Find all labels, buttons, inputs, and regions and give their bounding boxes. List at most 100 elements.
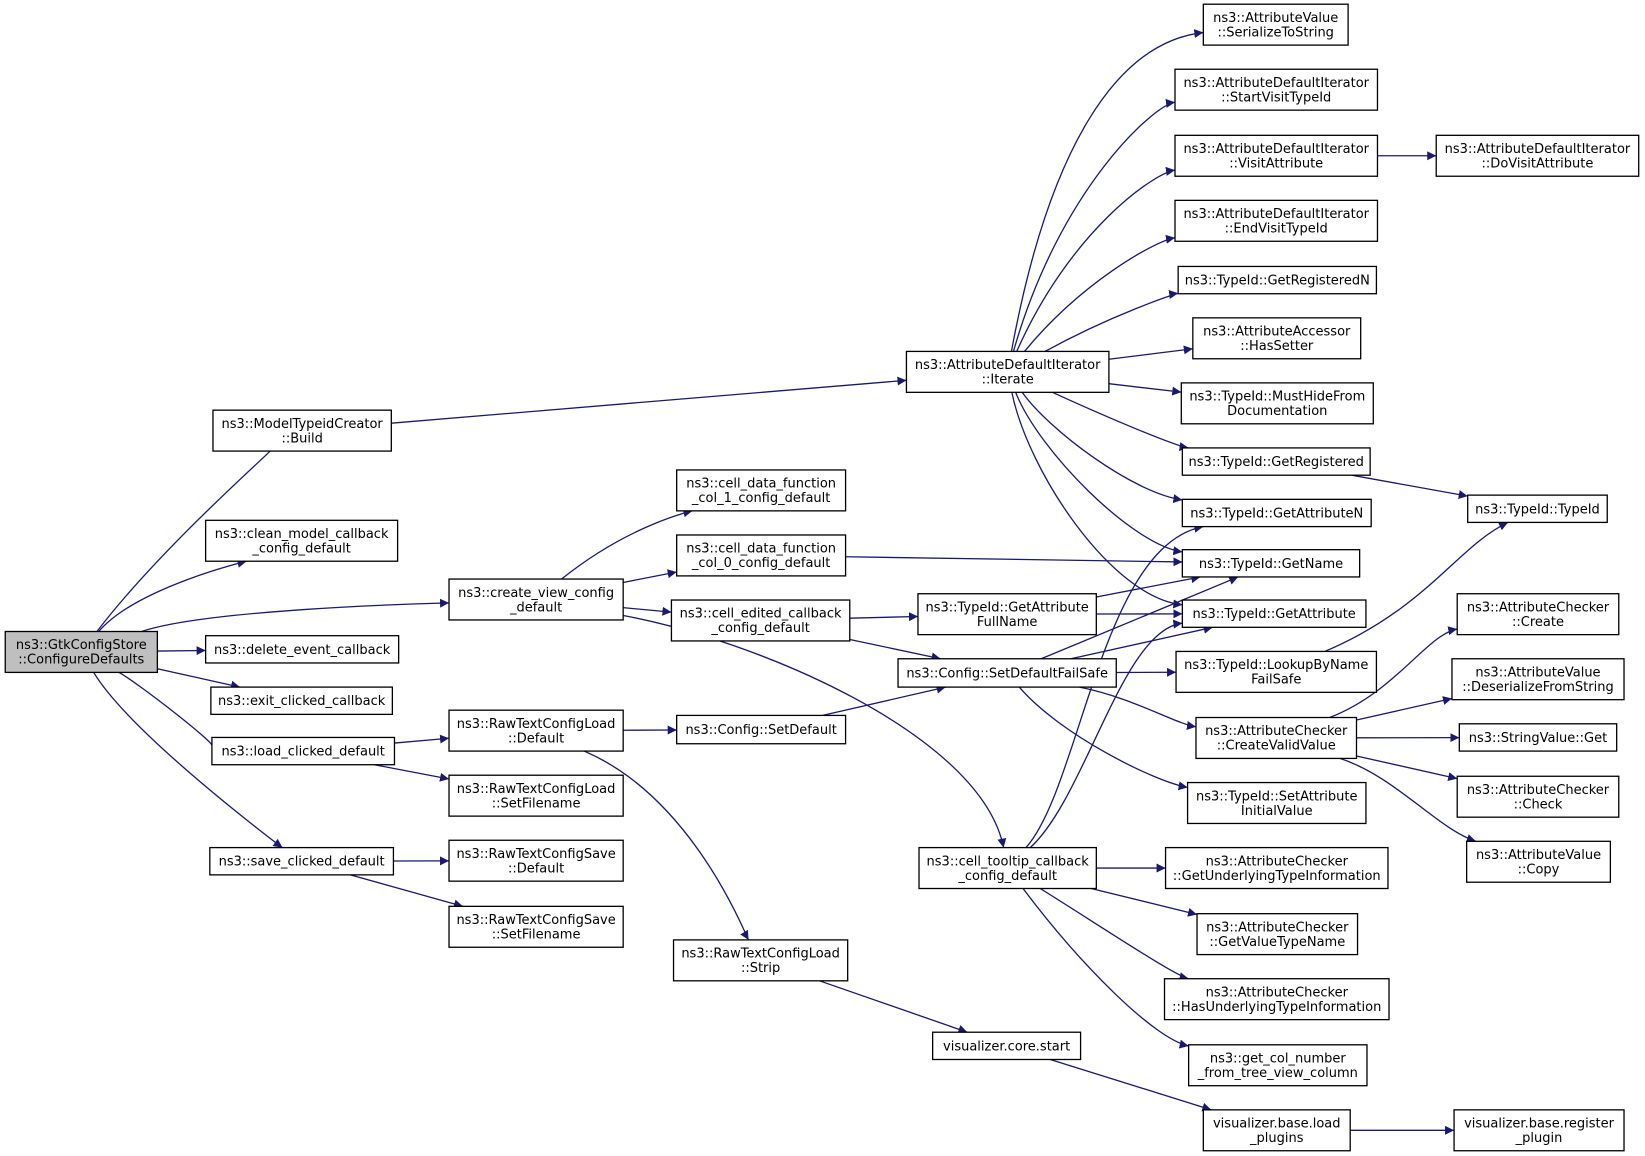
function-node-ac-get-value-type-name[interactable]: ns3::AttributeChecker::GetValueTypeName [1196,913,1359,956]
call-edge-line [1018,686,1188,791]
call-edge-cell-tooltip-to-get-col-number [1022,888,1189,1049]
function-node-label: ::Default [508,731,564,746]
function-node-root[interactable]: ns3::GtkConfigStore::ConfigureDefaults [4,630,159,674]
function-node-label: ns3::AttributeDefaultIterator [1445,142,1631,157]
function-node-delete-event[interactable]: ns3::delete_event_callback [204,635,400,664]
call-edge-line [561,508,693,580]
function-node-label: ns3::cell_edited_callback [680,607,842,622]
function-node-viz-load-plugins[interactable]: visualizer.base.load_plugins [1202,1109,1351,1152]
function-node-set-default-fail-safe[interactable]: ns3::Config::SetDefaultFailSafe [897,658,1117,688]
function-node-adi-start-visit[interactable]: ns3::AttributeDefaultIterator::StartVisi… [1174,68,1379,111]
function-node-ac-check[interactable]: ns3::AttributeChecker::Check [1456,775,1620,818]
call-edge-line [822,684,946,717]
function-node-get-registered-n[interactable]: ns3::TypeId::GetRegisteredN [1177,265,1378,295]
function-node-rtcl-default[interactable]: ns3::RawTextConfigLoad::Default [448,709,624,752]
function-node-aa-has-setter[interactable]: ns3::AttributeAccessor::HasSetter [1192,317,1362,360]
function-node-ac-get-underlying[interactable]: ns3::AttributeChecker::GetUnderlyingType… [1164,846,1389,890]
function-node-box [676,714,847,745]
function-node-box [448,709,624,752]
function-node-get-attribute[interactable]: ns3::TypeId::GetAttribute [1181,599,1367,628]
function-node-label: ns3::TypeId::LookupByName [1184,658,1368,673]
function-node-label: ns3::AttributeDefaultIterator [1183,76,1369,91]
function-node-label: ns3::TypeId::GetRegistered [1189,455,1364,470]
call-edge-line [1039,887,1189,982]
function-node-av-deserialize[interactable]: ns3::AttributeValue::DeserializeFromStri… [1451,658,1625,701]
function-node-label: ns3::AttributeValue [1475,665,1600,680]
function-node-rtcs-default[interactable]: ns3::RawTextConfigSave::Default [448,839,624,882]
function-node-exit-clicked[interactable]: ns3::exit_clicked_callback [210,686,394,716]
function-node-box [1456,593,1620,636]
function-node-box [918,846,1097,890]
function-node-get-col-number[interactable]: ns3::get_col_number_from_tree_view_colum… [1187,1044,1368,1087]
function-node-box [676,534,847,577]
function-node-adi-do-visit[interactable]: ns3::AttributeDefaultIterator::DoVisitAt… [1435,134,1640,177]
function-node-label: FailSafe [1251,673,1301,688]
call-edge-line [96,442,280,632]
function-node-string-value-get[interactable]: ns3::StringValue::Get [1458,723,1618,752]
call-edge-root-to-clean-model [98,558,247,632]
function-node-label: ::Strip [741,961,780,976]
function-node-create-view[interactable]: ns3::create_view_config_default [448,578,624,621]
function-node-box [1466,840,1612,883]
function-node-label: ns3::AttributeChecker [1467,600,1610,615]
function-node-cdf-col1[interactable]: ns3::cell_data_function_col_1_config_def… [676,469,847,512]
function-node-viz-register-plugin[interactable]: visualizer.base.register_plugin [1453,1109,1625,1152]
call-edge-cell-tooltip-to-ac-has-underlying [1039,887,1189,982]
function-node-get-name[interactable]: ns3::TypeId::GetName [1181,549,1361,578]
function-node-label: ::Iterate [982,373,1034,388]
call-edge-adi-iterate-to-get-name [1015,392,1183,556]
function-node-rtcl-set-filename[interactable]: ns3::RawTextConfigLoad::SetFilename [448,774,624,817]
function-node-get-registered[interactable]: ns3::TypeId::GetRegistered [1181,447,1371,476]
function-node-label: ns3::RawTextConfigLoad [457,782,616,797]
call-edge-line [350,874,464,909]
function-node-save-clicked[interactable]: ns3::save_clicked_default [209,846,395,876]
function-node-type-id-type-id[interactable]: ns3::TypeId::TypeId [1467,494,1608,524]
call-edge-get-registered-to-type-id-type-id [1351,474,1468,499]
function-node-load-clicked[interactable]: ns3::load_clicked_default [211,736,396,766]
function-node-cell-edited[interactable]: ns3::cell_edited_callback_config_default [670,599,851,642]
function-node-label: ::HasUnderlyingTypeInformation [1172,1000,1381,1015]
function-node-ac-create[interactable]: ns3::AttributeChecker::Create [1456,593,1620,636]
call-edge-cdf-col0-to-get-name [845,556,1183,567]
function-node-box [1174,199,1379,242]
function-node-rtcl-strip[interactable]: ns3::RawTextConfigLoad::Strip [672,939,849,982]
function-node-label: ns3::ModelTypeidCreator [221,417,383,432]
call-edge-viz-core-start-to-viz-load-plugins [1050,1058,1212,1112]
function-node-adi-iterate[interactable]: ns3::AttributeDefaultIterator::Iterate [905,350,1110,393]
function-node-label: visualizer.base.load [1213,1117,1341,1132]
call-edge-root-to-exit-clicked [157,668,241,690]
function-node-ac-has-underlying[interactable]: ns3::AttributeChecker::HasUnderlyingType… [1163,978,1390,1021]
function-node-box [1174,68,1379,111]
function-node-adi-visit-attr[interactable]: ns3::AttributeDefaultIterator::VisitAttr… [1174,134,1379,177]
call-edge-set-default-fail-safe-to-get-name [1040,576,1239,660]
function-node-label: _col_0_config_default [691,556,831,571]
function-node-av-serialize[interactable]: ns3::AttributeValue::SerializeToString [1202,3,1349,46]
function-node-get-attribute-n[interactable]: ns3::TypeId::GetAttributeN [1181,498,1372,528]
function-node-av-copy[interactable]: ns3::AttributeValue::Copy [1466,840,1612,883]
function-node-label: _config_default [251,542,351,557]
nodes-layer: ns3::GtkConfigStore::ConfigureDefaultsns… [4,3,1640,1152]
function-node-box [204,519,399,562]
function-node-rtcs-set-filename[interactable]: ns3::RawTextConfigSave::SetFilename [448,905,624,948]
function-node-box [448,839,624,882]
function-node-viz-core-start[interactable]: visualizer.core.start [932,1031,1082,1061]
call-edge-line [374,764,450,782]
function-node-ac-create-valid[interactable]: ns3::AttributeChecker::CreateValidValue [1195,716,1358,760]
function-node-cdf-col0[interactable]: ns3::cell_data_function_col_0_config_def… [676,534,847,577]
call-edge-line [623,569,677,584]
function-node-config-set-default[interactable]: ns3::Config::SetDefault [676,714,847,745]
function-node-label: ns3::TypeId::GetName [1199,557,1343,572]
function-node-label: _plugin [1515,1131,1563,1146]
call-edge-line [849,638,941,662]
call-edge-set-default-fail-safe-to-ac-create-valid [1079,686,1197,730]
function-node-box [1181,447,1371,476]
function-node-adi-end-visit[interactable]: ns3::AttributeDefaultIterator::EndVisitT… [1174,199,1379,242]
function-node-box [1181,599,1367,628]
function-node-clean-model[interactable]: ns3::clean_model_callback_config_default [204,519,399,562]
function-node-mtc-build[interactable]: ns3::ModelTypeidCreator::Build [212,409,392,452]
function-node-cell-tooltip[interactable]: ns3::cell_tooltip_callback_config_defaul… [918,846,1097,890]
